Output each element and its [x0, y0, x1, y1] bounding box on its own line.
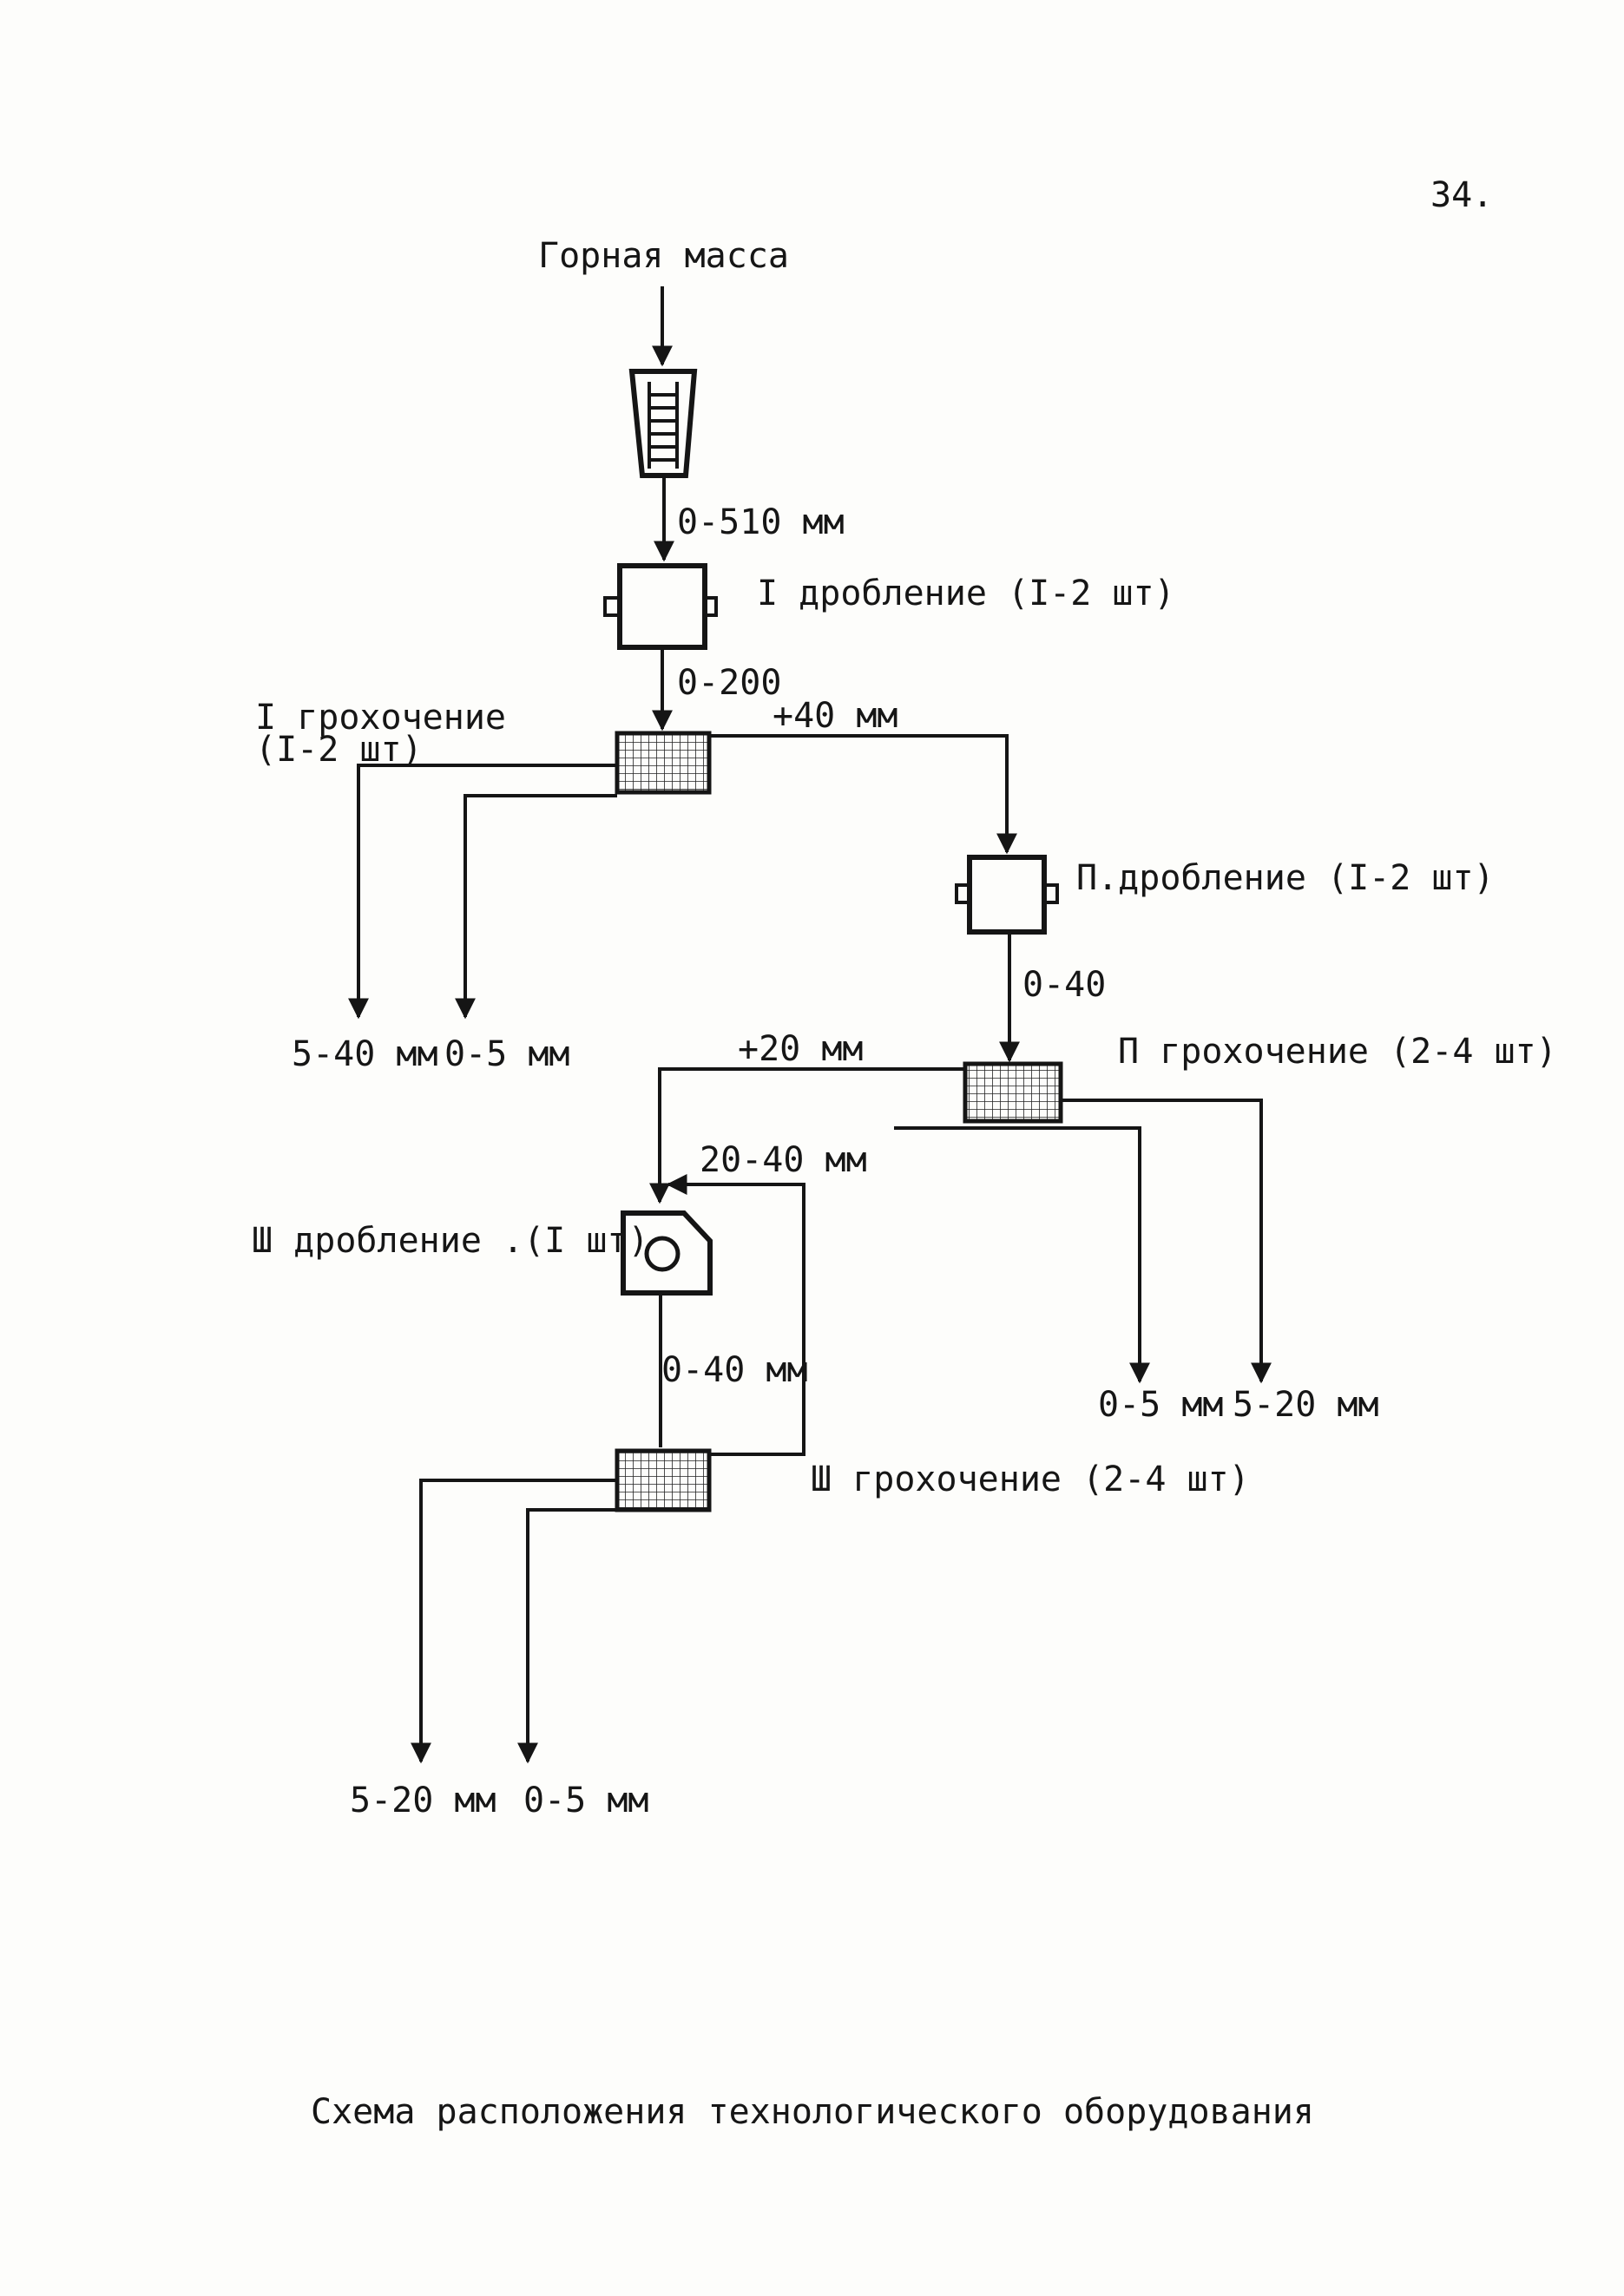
tertiary-crusher-icon: [621, 1210, 713, 1296]
secondary-screen-label: П грохочение (2-4 шт): [1118, 1032, 1557, 1072]
crusher2-output-label: 0-40: [1022, 965, 1106, 1005]
page-number: 34.: [1430, 175, 1493, 215]
screen2-product-a-label: 0-5 мм: [1098, 1385, 1224, 1425]
tertiary-crusher-label: Ш дробление .(I шт): [252, 1221, 649, 1261]
screen2-product-a-arrow: [894, 1126, 1150, 1384]
figure-caption: Схема расположения технологического обор…: [311, 2092, 1314, 2132]
screen1-product-a-label: 5-40 мм: [292, 1034, 438, 1074]
screen1-product-a-arrow: [348, 764, 617, 1020]
screen1-product-b-arrow: [455, 794, 617, 1020]
secondary-screen-icon: [963, 1061, 1063, 1124]
primary-screen-label-line1: I грохочение: [255, 698, 506, 738]
screen1-product-b-label: 0-5 мм: [444, 1034, 570, 1074]
input-label: Горная масса: [538, 236, 789, 276]
screen3-product-b-label: 0-5 мм: [523, 1781, 649, 1820]
screen2-product-b-arrow: [1061, 1099, 1272, 1384]
screen2-oversize-label: +20 мм: [738, 1029, 864, 1069]
screen1-oversize-arrow: [709, 734, 1017, 855]
feeder-output-label: 0-510 мм: [677, 502, 845, 542]
screen3-product-a-label: 5-20 мм: [350, 1781, 496, 1820]
crusher3-output-label: 0-40 мм: [661, 1350, 808, 1390]
primary-screen-label-line2: (I-2 шт): [255, 730, 423, 770]
tertiary-screen-label: Ш грохочение (2-4 шт): [811, 1460, 1250, 1499]
primary-crusher-label: I дробление (I-2 шт): [757, 574, 1175, 613]
screen3-product-b-arrow: [517, 1508, 617, 1764]
screen1-oversize-label: +40 мм: [773, 696, 898, 736]
secondary-crusher-label: П.дробление (I-2 шт): [1076, 858, 1495, 898]
recycle-arrow: [666, 1174, 805, 1456]
screen2-product-b-label: 5-20 мм: [1233, 1385, 1379, 1425]
primary-screen-icon: [615, 731, 712, 795]
crusher1-output-label: 0-200: [677, 663, 781, 703]
tertiary-screen-icon: [615, 1448, 712, 1512]
screen2-oversize-arrow: [649, 1067, 965, 1204]
recycle-label: 20-40 мм: [700, 1140, 867, 1180]
primary-crusher-icon: [603, 563, 718, 650]
screen3-product-a-arrow: [411, 1479, 617, 1764]
secondary-crusher-icon: [955, 855, 1059, 935]
feeder-hopper: [628, 369, 698, 478]
